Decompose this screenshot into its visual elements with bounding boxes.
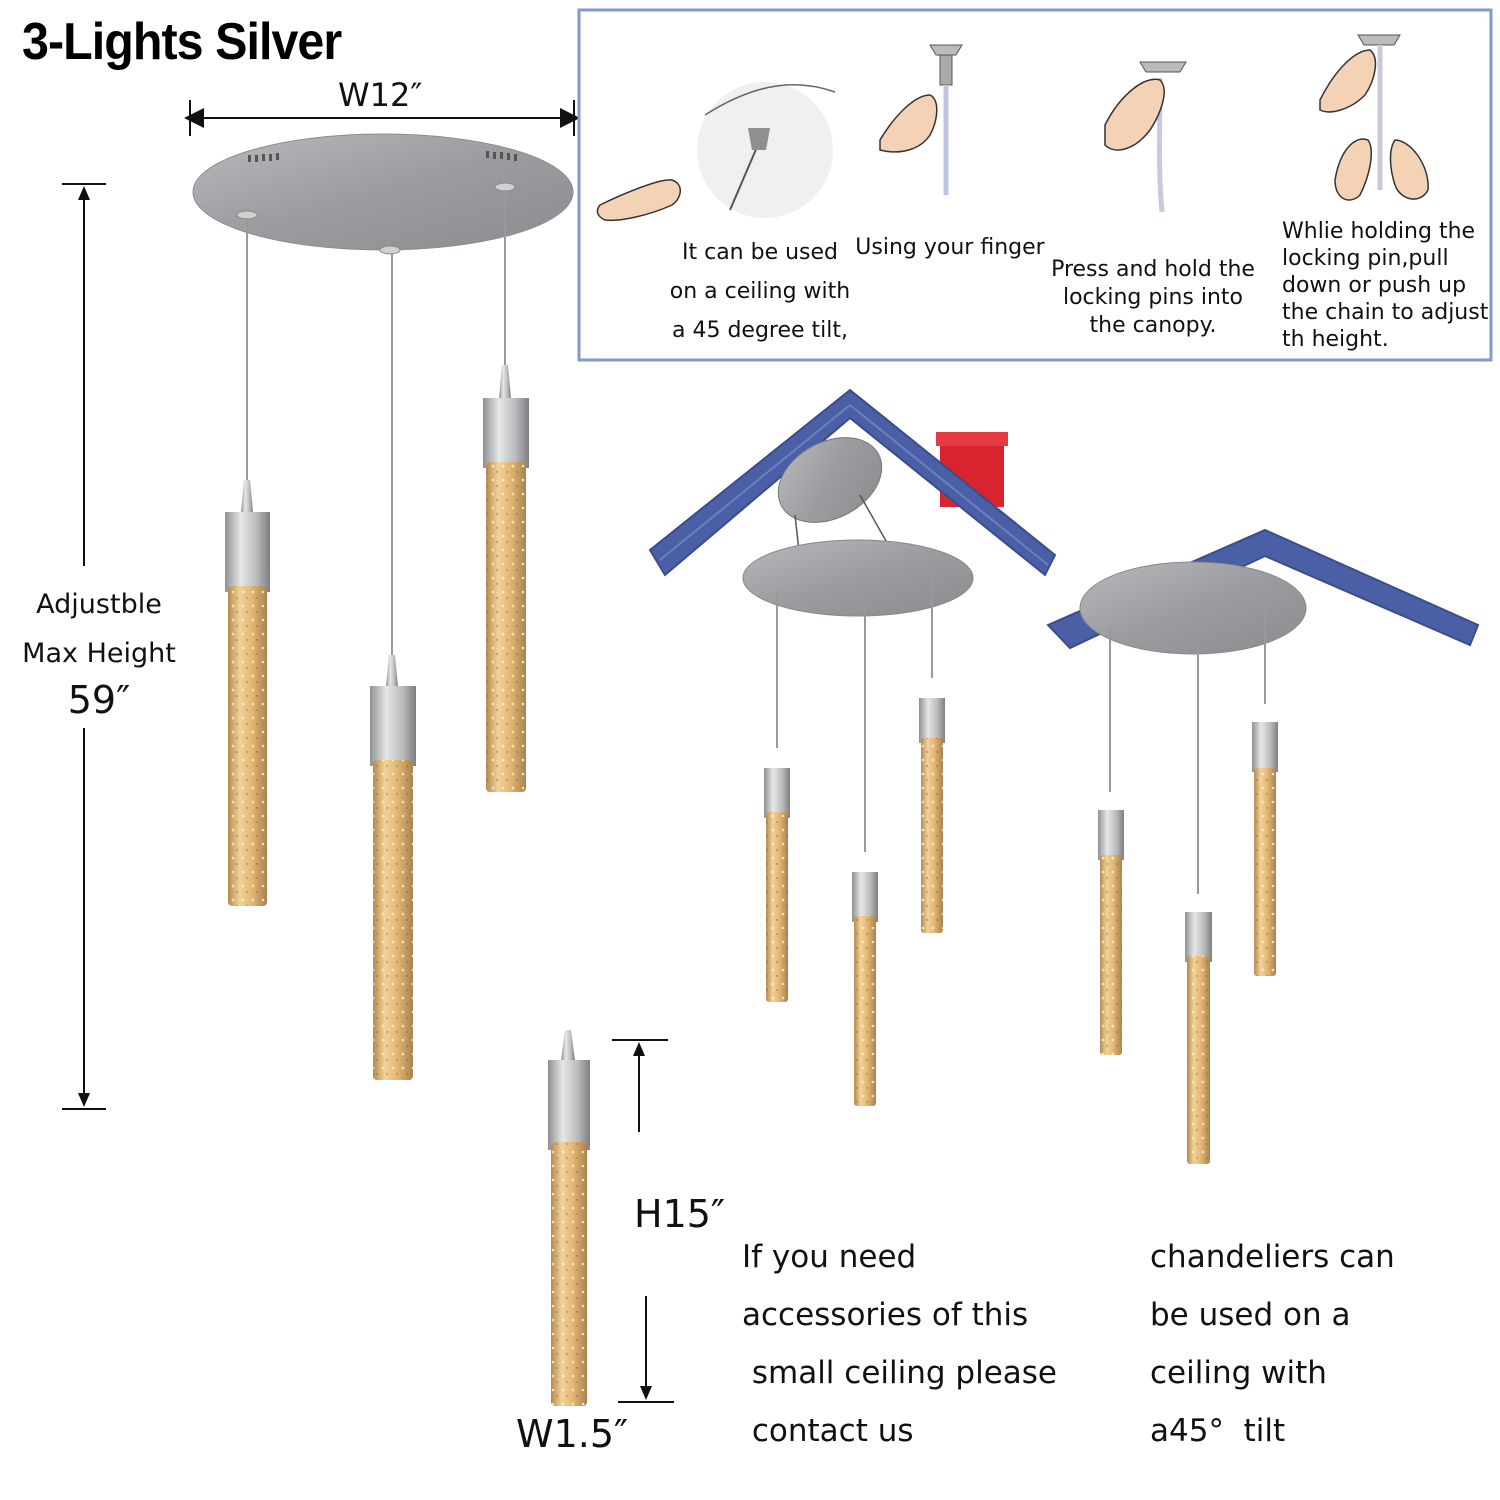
caption-line: Press and hold the [1051, 257, 1255, 282]
caption-line: locking pin,pull [1282, 246, 1449, 271]
caption-line: the canopy. [1089, 313, 1217, 338]
main-fixture [62, 100, 580, 1110]
tilt-note: chandeliers can be used on a ceiling wit… [1150, 1228, 1450, 1460]
single-tube-detail [548, 1030, 674, 1406]
instruction-panel [577, 8, 1493, 362]
caption-line: on a ceiling with [669, 279, 851, 304]
tube-height-label: H15″ [634, 1192, 726, 1236]
note-line: be used on a [1150, 1297, 1351, 1333]
note-line: If you need [742, 1239, 917, 1275]
sloped-ceiling-demo-2 [1046, 528, 1480, 1164]
height-label-line1: Adjustble [36, 589, 162, 620]
caption-line: Whlie holding the [1282, 219, 1476, 244]
width-dimension-label: W12″ [338, 76, 423, 114]
caption-line: Using your finger [855, 235, 1045, 260]
product-title: 3-Lights Silver [22, 13, 342, 71]
caption-line: locking pins into [1062, 285, 1244, 310]
height-dimension-label: Adjustble Max Height 59″ [14, 580, 184, 722]
install-step-4-caption: Whlie holding the locking pin,pull down … [1282, 218, 1496, 353]
install-step-2-caption: Using your finger [850, 228, 1050, 267]
install-step-1-caption: It can be used on a ceiling with a 45 de… [660, 233, 860, 350]
note-line: accessories of this [742, 1297, 1029, 1333]
caption-line: a 45 degree tilt, [671, 318, 849, 343]
note-line: chandeliers can [1150, 1239, 1395, 1275]
note-line: small ceiling please [742, 1355, 1057, 1391]
caption-line: down or push up [1282, 273, 1467, 298]
caption-line: th height. [1282, 327, 1389, 352]
caption-line: It can be used [681, 240, 839, 265]
tube-width-label: W1.5″ [516, 1412, 629, 1456]
note-line: contact us [742, 1413, 914, 1449]
note-line: ceiling with [1150, 1355, 1327, 1391]
caption-line: the chain to adjust [1282, 300, 1489, 325]
height-label-line2: Max Height [22, 638, 176, 669]
height-value: 59″ [67, 678, 131, 722]
sloped-ceiling-demo-1 [648, 388, 1057, 1106]
install-step-3-caption: Press and hold the locking pins into the… [1048, 256, 1258, 340]
accessories-note: If you need accessories of this small ce… [742, 1228, 1082, 1460]
note-line: a45° tilt [1150, 1413, 1286, 1449]
